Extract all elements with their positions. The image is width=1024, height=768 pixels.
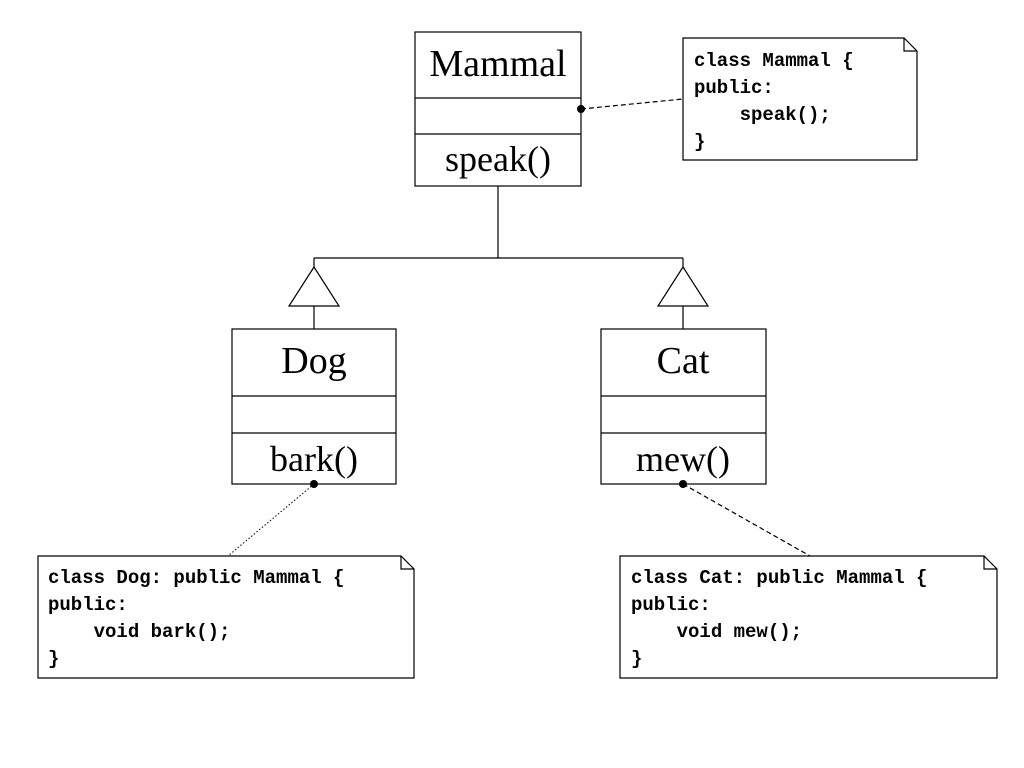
note-mammal: class Mammal { public: speak(); }	[682, 37, 918, 161]
class-mammal: Mammal speak()	[414, 31, 582, 187]
note-mammal-line-2: public:	[694, 77, 774, 99]
dog-generalization-triangle	[287, 265, 341, 307]
note-mammal-line-4: }	[694, 131, 705, 153]
mammal-anchor-dot	[577, 105, 585, 113]
note-dog-fold	[400, 556, 414, 570]
class-mammal-name: Mammal	[429, 43, 566, 85]
dog-note-connector	[227, 483, 315, 557]
note-cat-fold	[983, 556, 997, 570]
inheritance-connectors	[287, 186, 710, 329]
note-dog-line-4: }	[48, 648, 59, 670]
cat-generalization-triangle	[656, 265, 710, 307]
class-mammal-method: speak()	[445, 139, 551, 179]
note-dog: class Dog: public Mammal { public: void …	[37, 555, 415, 679]
note-mammal-line-1: class Mammal {	[694, 50, 854, 72]
class-cat: Cat mew()	[600, 328, 767, 485]
note-dog-line-3: void bark();	[48, 621, 230, 643]
class-mammal-box	[414, 31, 582, 187]
cat-anchor-dot	[679, 480, 687, 488]
class-dog-box	[231, 328, 397, 485]
note-cat-line-3: void mew();	[631, 621, 802, 643]
note-cat-box	[619, 555, 998, 679]
class-dog-method: bark()	[270, 439, 358, 479]
class-cat-name: Cat	[657, 340, 710, 382]
note-cat-line-1: class Cat: public Mammal {	[631, 567, 927, 589]
class-cat-method: mew()	[636, 439, 730, 479]
class-dog: Dog bark()	[231, 328, 397, 485]
mammal-note-connector	[580, 98, 684, 110]
class-dog-name: Dog	[281, 340, 346, 382]
note-mammal-fold	[903, 38, 917, 52]
note-mammal-line-3: speak();	[694, 104, 831, 126]
note-dog-box	[37, 555, 415, 679]
cat-note-connector	[682, 483, 811, 557]
note-dog-line-2: public:	[48, 594, 128, 616]
note-cat-line-4: }	[631, 648, 642, 670]
dog-anchor-dot	[310, 480, 318, 488]
note-dog-line-1: class Dog: public Mammal {	[48, 567, 344, 589]
note-connectors	[227, 98, 811, 557]
note-mammal-box	[682, 37, 918, 161]
note-cat: class Cat: public Mammal { public: void …	[619, 555, 998, 679]
note-cat-line-2: public:	[631, 594, 711, 616]
